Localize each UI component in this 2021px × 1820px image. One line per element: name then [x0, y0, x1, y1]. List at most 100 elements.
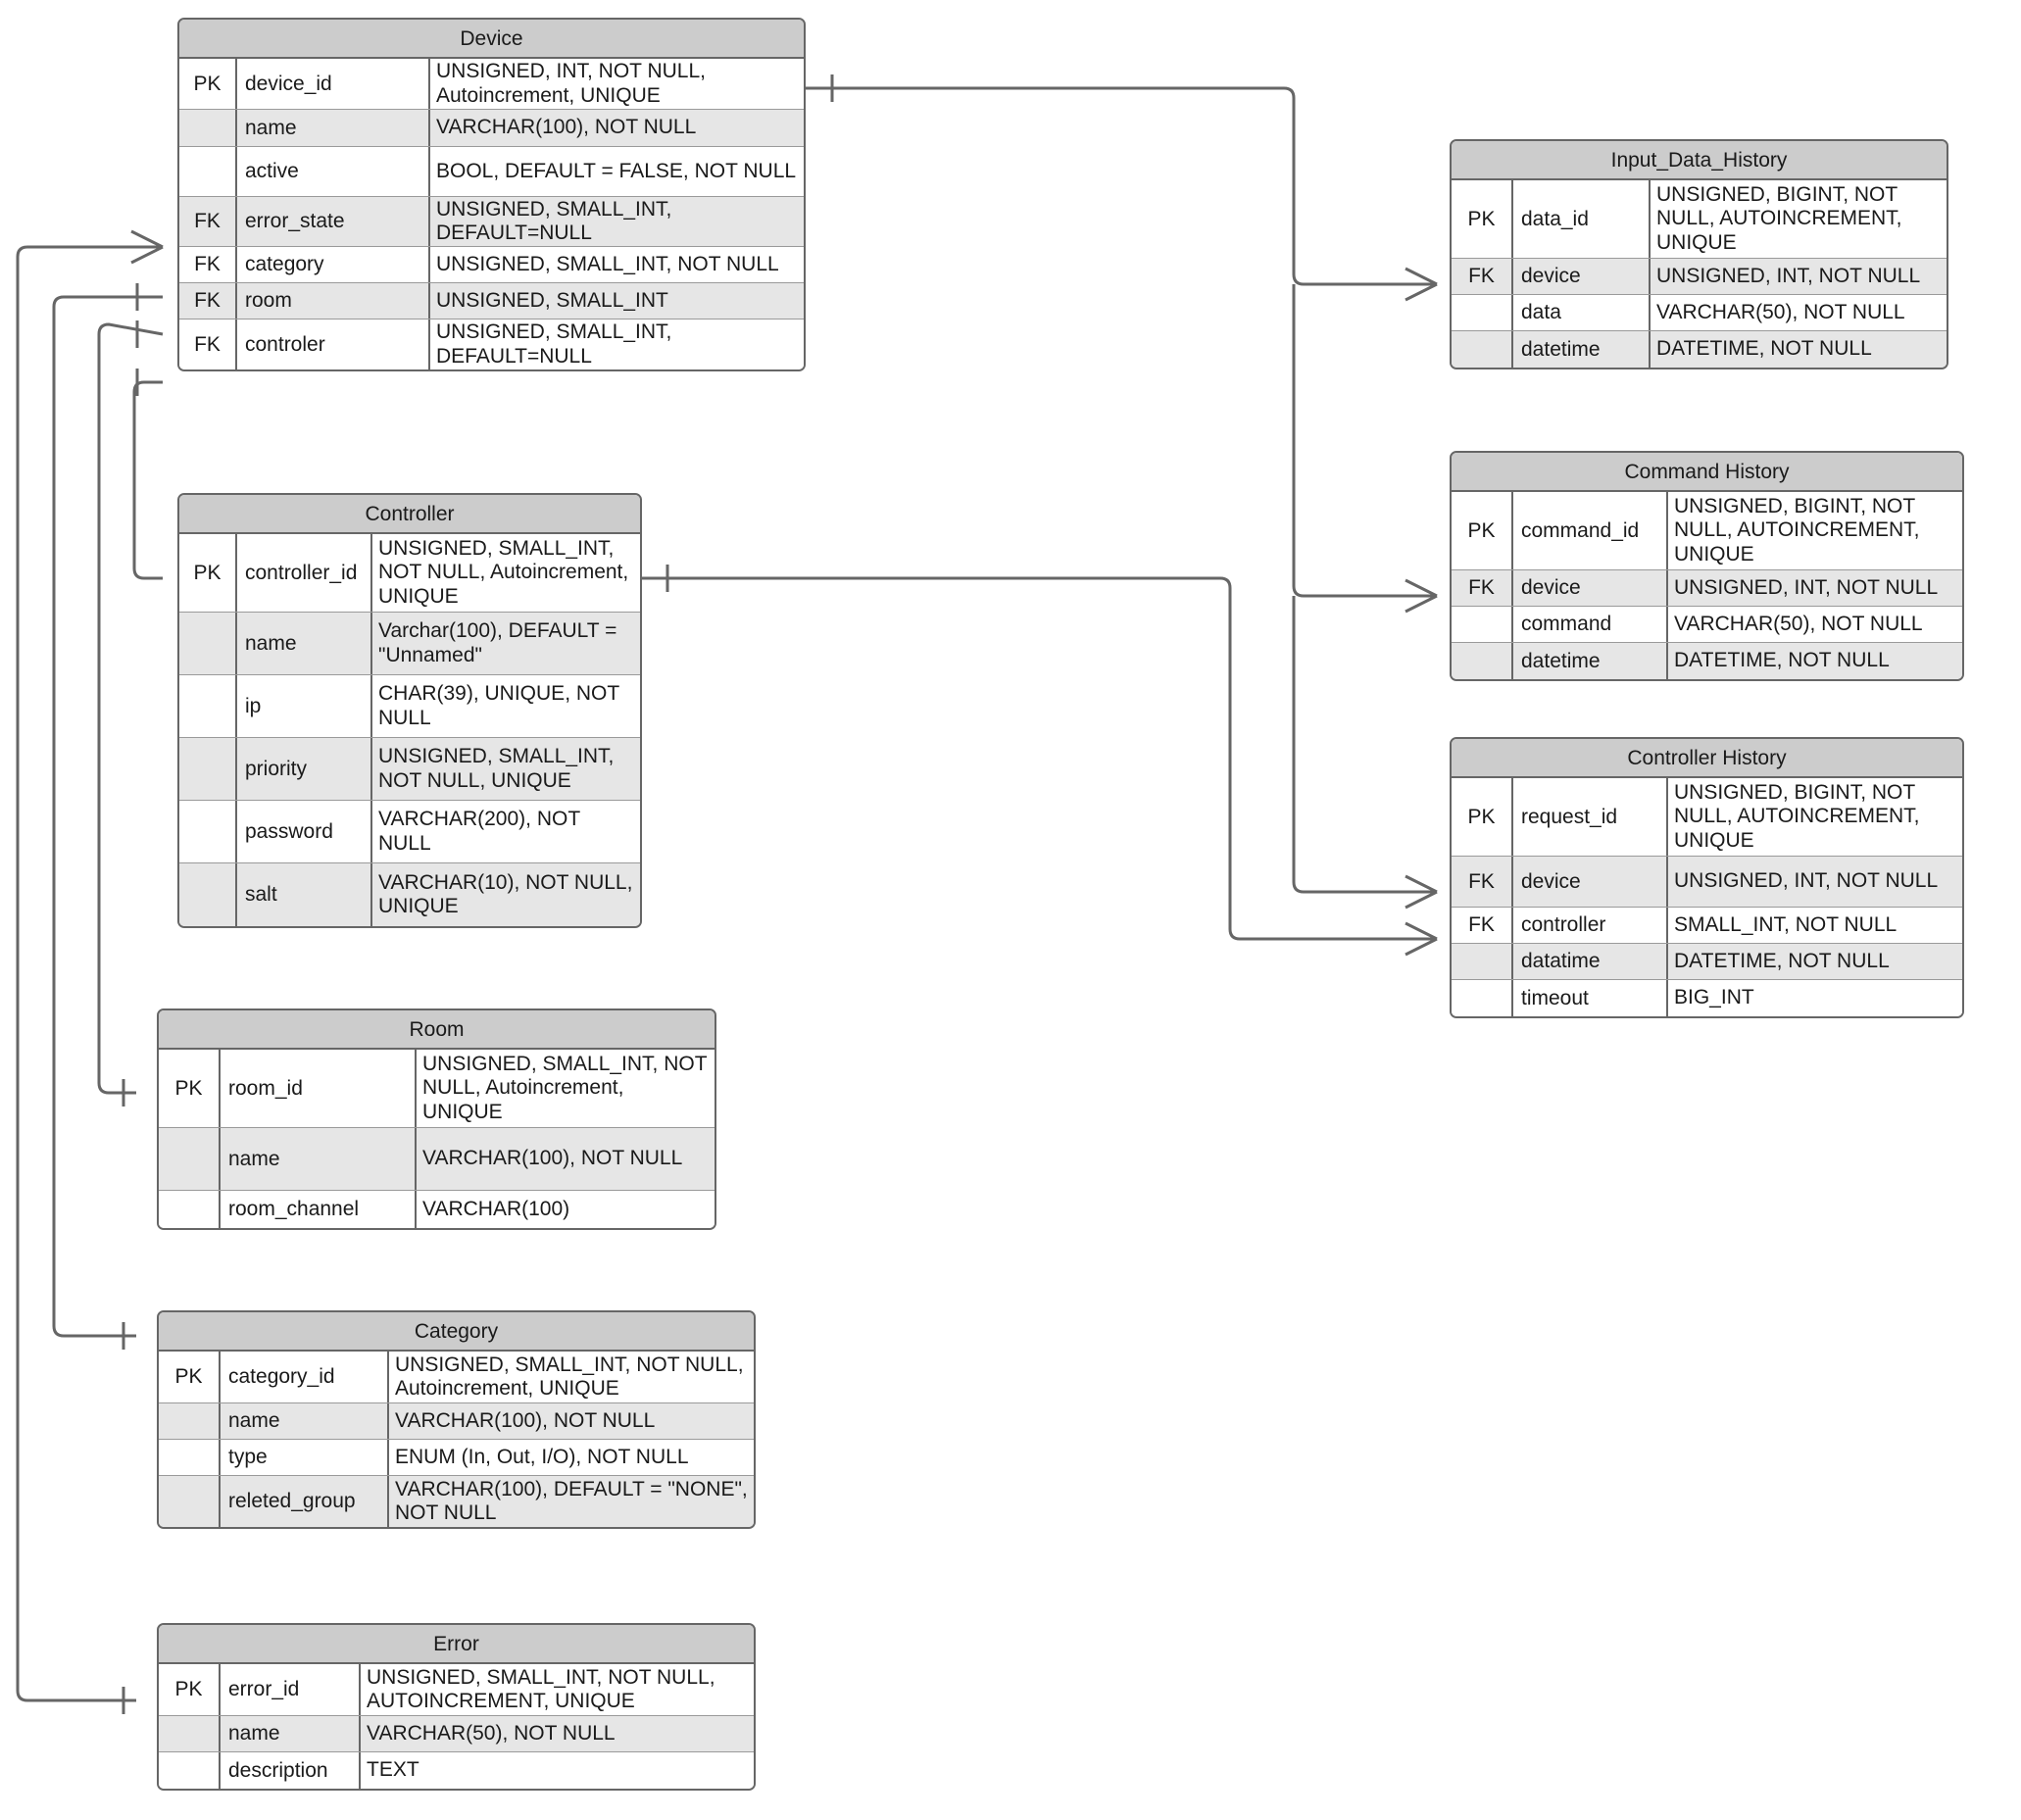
- attribute-key-badge: FK: [179, 283, 237, 319]
- attribute-name: room_id: [221, 1050, 417, 1127]
- attribute-key-badge: FK: [1452, 259, 1513, 294]
- attribute-name: device: [1513, 570, 1668, 606]
- attribute-key-badge: [159, 1403, 221, 1439]
- crowsfoot-device-error-state: [130, 229, 164, 265]
- entity-title-room: Room: [159, 1010, 715, 1050]
- attribute-name: error_state: [237, 197, 430, 246]
- attribute-name: datetime: [1513, 331, 1651, 368]
- attribute-key-badge: [1452, 607, 1513, 642]
- attribute-key-badge: PK: [159, 1664, 221, 1715]
- attribute-type: UNSIGNED, SMALL_INT, NOT NULL, UNIQUE: [378, 745, 615, 792]
- attribute-name: device: [1513, 857, 1668, 907]
- entity-title-input_data_history: Input_Data_History: [1452, 141, 1947, 180]
- attribute-key-badge: [179, 613, 237, 674]
- attribute-name: room: [237, 283, 430, 319]
- attribute-type: UNSIGNED, INT, NOT NULL: [1656, 264, 1921, 287]
- entity-title-category: Category: [159, 1312, 754, 1352]
- attribute-name: request_id: [1513, 778, 1668, 856]
- attribute-key-badge: PK: [179, 59, 237, 109]
- attribute-type: UNSIGNED, INT, NOT NULL, Autoincrement, …: [436, 60, 706, 107]
- attribute-row[interactable]: datetime DATETIME, NOT NULL: [1452, 643, 1962, 679]
- attribute-key-badge: PK: [159, 1050, 221, 1127]
- entity-title-error: Error: [159, 1625, 754, 1664]
- connector-controller-device-controler: [132, 380, 163, 580]
- attribute-type: VARCHAR(100), DEFAULT = "NONE", NOT NULL: [395, 1477, 748, 1524]
- connector-category-device-category: [52, 295, 163, 1338]
- attribute-key-badge: PK: [159, 1352, 221, 1402]
- attribute-type: DATETIME, NOT NULL: [1656, 337, 1872, 361]
- attribute-type: VARCHAR(10), NOT NULL, UNIQUE: [378, 870, 633, 917]
- attribute-type: VARCHAR(100), NOT NULL: [422, 1147, 683, 1170]
- attribute-type: VARCHAR(50), NOT NULL: [1656, 300, 1905, 323]
- attribute-name: command: [1513, 607, 1668, 642]
- attribute-type: TEXT: [367, 1758, 419, 1782]
- crowsfoot-input-data-history-device: [1405, 267, 1438, 302]
- crowsfoot-controller-history-controller: [1405, 921, 1438, 957]
- attribute-name: data: [1513, 295, 1651, 330]
- attribute-type: VARCHAR(50), NOT NULL: [1674, 612, 1923, 635]
- attribute-type: DATETIME, NOT NULL: [1674, 649, 1890, 672]
- attribute-type: UNSIGNED, INT, NOT NULL: [1674, 575, 1939, 599]
- attribute-type: UNSIGNED, BIGINT, NOT NULL, AUTOINCREMEN…: [1674, 494, 1920, 566]
- attribute-key-badge: FK: [1452, 570, 1513, 606]
- attribute-name: device: [1513, 259, 1651, 294]
- attribute-name: error_id: [221, 1664, 361, 1715]
- attribute-key-badge: [179, 738, 237, 800]
- attribute-key-badge: [159, 1191, 221, 1228]
- attribute-name: controller: [1513, 908, 1668, 943]
- attribute-key-badge: [179, 801, 237, 862]
- attribute-row[interactable]: command VARCHAR(50), NOT NULL: [1452, 607, 1962, 643]
- attribute-type: ENUM (In, Out, I/O), NOT NULL: [395, 1445, 689, 1468]
- attribute-name: datetime: [1513, 643, 1668, 679]
- attribute-type: Varchar(100), DEFAULT = "Unnamed": [378, 619, 617, 666]
- attribute-type: VARCHAR(100), NOT NULL: [436, 116, 697, 139]
- attribute-name: priority: [237, 738, 372, 800]
- connector-device-input-data-history: [806, 86, 1437, 286]
- attribute-type: UNSIGNED, SMALL_INT, DEFAULT=NULL: [436, 197, 672, 244]
